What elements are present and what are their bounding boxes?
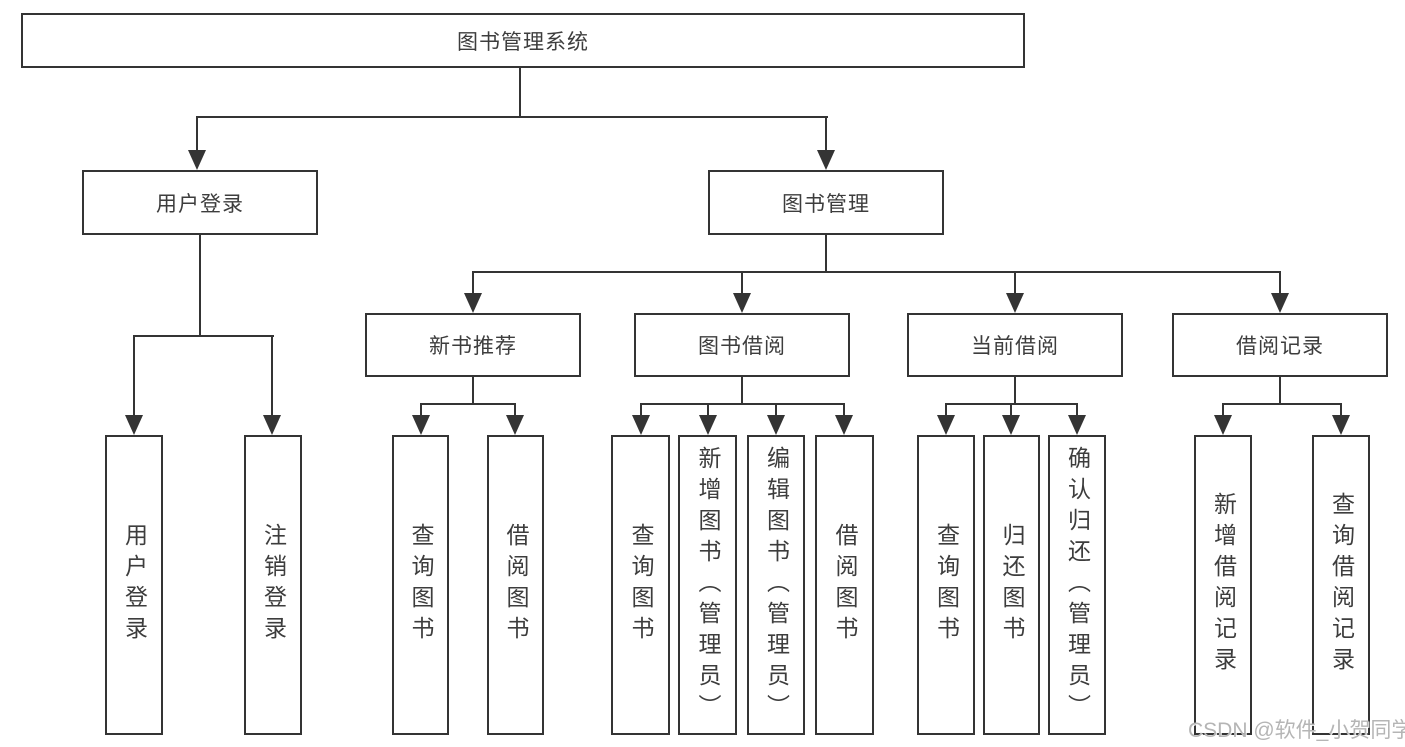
arrow-down-icon [464,293,482,313]
connector-line [133,335,135,417]
connector-line [741,271,743,297]
leaf-user-login: 用户登录 [105,435,163,735]
arrow-down-icon [733,293,751,313]
connector-line [196,116,828,118]
arrow-down-icon [1271,293,1289,313]
connector-line [640,403,642,418]
node-borrow-records: 借阅记录 [1172,313,1388,377]
leaf-logout: 注销登录 [244,435,302,735]
leaf-recommend-query-books: 查询图书 [392,435,449,735]
leaf-current-query-books: 查询图书 [917,435,975,735]
connector-line [825,235,827,272]
connector-line [825,116,827,154]
connector-line [1014,271,1016,297]
arrow-down-icon [817,150,835,170]
arrow-down-icon [767,415,785,435]
arrow-down-icon [412,415,430,435]
connector-line [472,271,1281,273]
connector-line [707,403,709,418]
arrow-down-icon [1332,415,1350,435]
arrow-down-icon [125,415,143,435]
connector-line [1076,403,1078,418]
arrow-down-icon [937,415,955,435]
csdn-watermark: CSDN @软件_小贺同学 [1188,719,1405,742]
leaf-add-books-admin: 新增图书（管理员） [678,435,737,735]
connector-line [741,377,743,404]
connector-line [472,271,474,297]
leaf-return-books: 归还图书 [983,435,1040,735]
connector-line [196,116,198,154]
connector-line [1279,377,1281,404]
arrow-down-icon [1214,415,1232,435]
connector-line [514,403,516,418]
connector-line [843,403,845,418]
connector-line [1222,403,1342,405]
arrow-down-icon [188,150,206,170]
connector-line [945,403,947,418]
arrow-down-icon [632,415,650,435]
connector-line [420,403,422,418]
arrow-down-icon [263,415,281,435]
leaf-recommend-borrow-books: 借阅图书 [487,435,544,735]
leaf-borrow-query-books: 查询图书 [611,435,670,735]
connector-line [1222,403,1224,418]
connector-line [199,235,201,336]
connector-line [133,335,274,337]
node-root: 图书管理系统 [21,13,1025,68]
connector-line [420,403,516,405]
leaf-edit-books-admin: 编辑图书（管理员） [747,435,805,735]
arrow-down-icon [1006,293,1024,313]
arrow-down-icon [835,415,853,435]
connector-line [472,377,474,404]
node-new-book-recommend: 新书推荐 [365,313,581,377]
connector-line [1010,403,1012,418]
node-user-login: 用户登录 [82,170,318,235]
connector-line [1014,377,1016,404]
connector-line [1279,271,1281,297]
node-book-management: 图书管理 [708,170,944,235]
arrow-down-icon [1068,415,1086,435]
connector-line [519,68,521,118]
leaf-query-borrow-record: 查询借阅记录 [1312,435,1370,735]
connector-line [775,403,777,418]
arrow-down-icon [506,415,524,435]
connector-line [1340,403,1342,418]
leaf-confirm-return-admin: 确认归还（管理员） [1048,435,1106,735]
node-book-borrow: 图书借阅 [634,313,850,377]
leaf-borrow-books: 借阅图书 [815,435,874,735]
arrow-down-icon [699,415,717,435]
connector-line [640,403,845,405]
arrow-down-icon [1002,415,1020,435]
node-current-borrow: 当前借阅 [907,313,1123,377]
leaf-add-borrow-record: 新增借阅记录 [1194,435,1252,735]
connector-line [271,335,273,417]
